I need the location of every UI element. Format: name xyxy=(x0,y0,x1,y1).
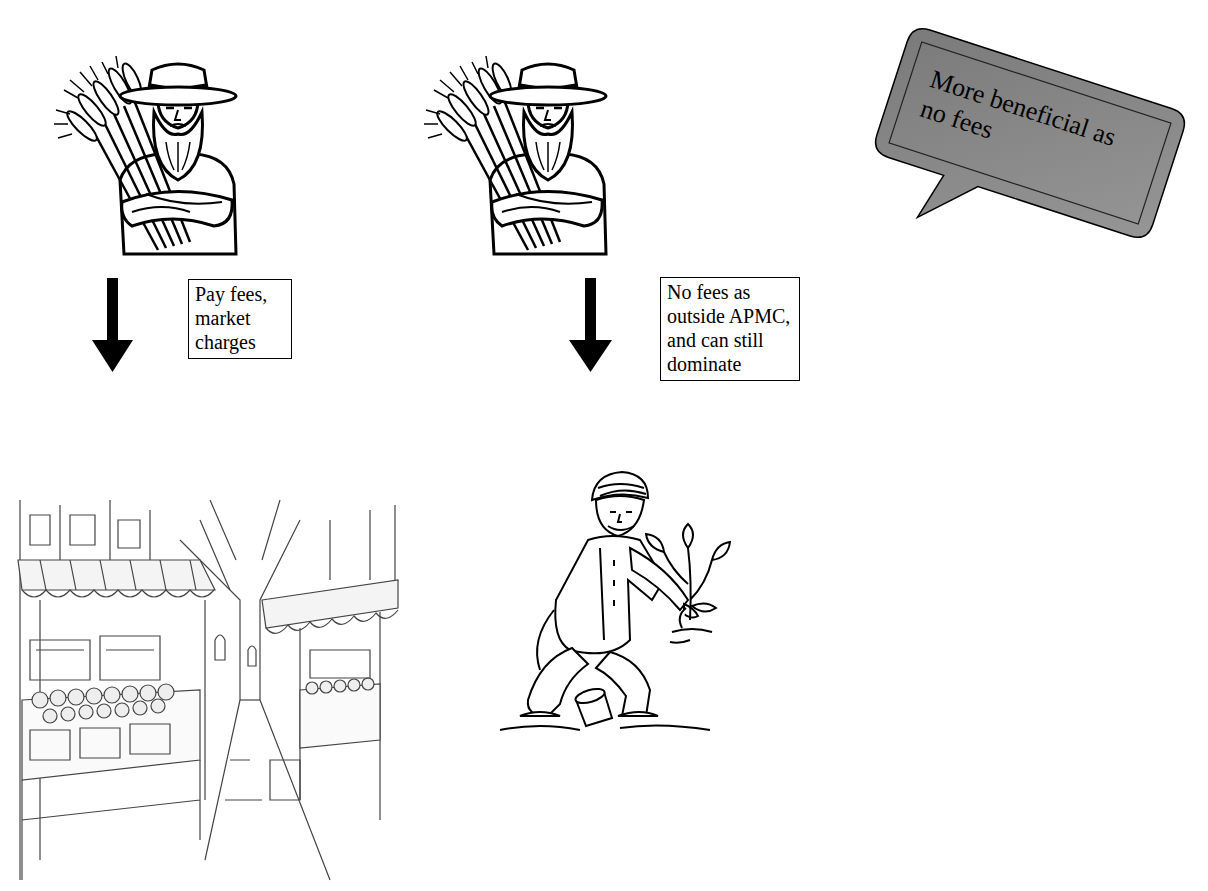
box-text: No fees as outside APMC, and can still d… xyxy=(667,280,793,376)
box-text: Pay fees, market charges xyxy=(195,282,285,354)
down-arrow xyxy=(569,278,612,372)
down-arrow xyxy=(92,278,133,372)
callout-outline xyxy=(857,24,1189,287)
farmer-figure xyxy=(54,56,236,254)
text-box: No fees as outside APMC, and can still d… xyxy=(660,277,800,381)
text-box: Pay fees, market charges xyxy=(188,279,292,359)
callout-inner-frame xyxy=(889,42,1171,224)
kneeling-farmer-figure xyxy=(500,472,730,730)
speech-callout: More beneficial as no fees xyxy=(871,24,1188,241)
farmer-figure xyxy=(424,56,606,254)
market-sketch xyxy=(18,500,398,880)
